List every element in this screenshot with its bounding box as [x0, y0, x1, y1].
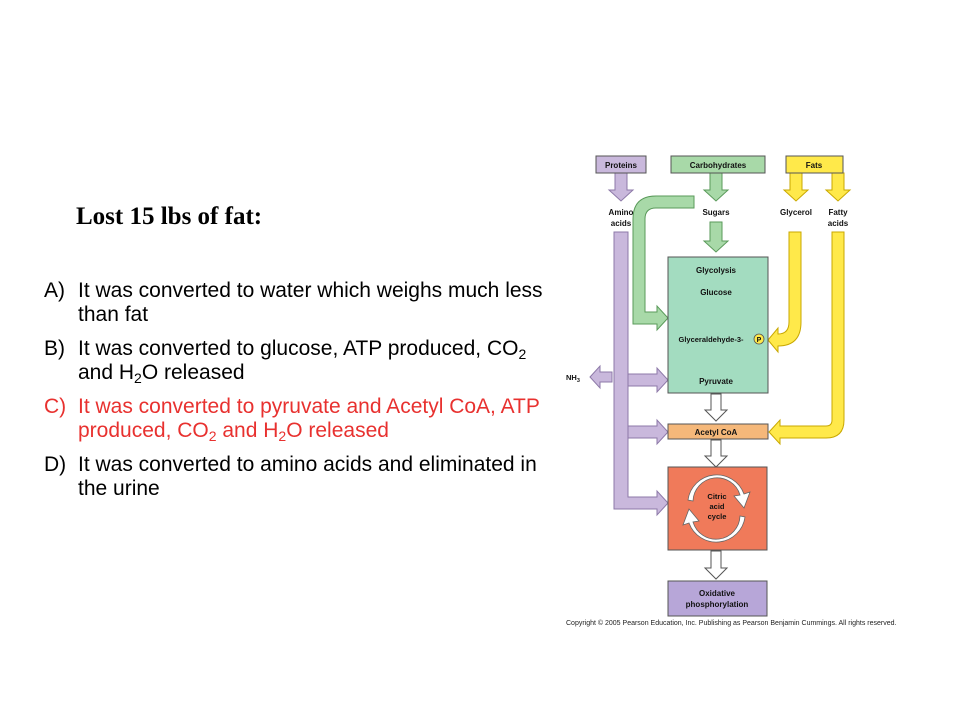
phosphate-icon [753, 333, 765, 345]
option-b-letter: B) [44, 337, 65, 360]
proteins-to-amino-arrow [607, 172, 635, 202]
option-c-text-3: O released [286, 419, 389, 442]
oxphos-label-1: Oxidative [699, 589, 736, 598]
option-a-letter: A) [44, 279, 65, 302]
citric-label-1: Citric [707, 492, 726, 501]
option-b-text-2: and H [78, 361, 135, 384]
acetyl-to-citric-arrow [703, 439, 729, 468]
citric-label-3: cycle [708, 512, 727, 521]
pyruvate-to-acetyl-arrow [703, 393, 729, 422]
option-c-letter: C) [44, 395, 67, 418]
fats-to-fatty-arrow [824, 172, 852, 202]
option-c-text-2: and H [216, 419, 279, 442]
option-c-text-1: It was converted to pyruvate and Acetyl … [78, 395, 540, 442]
oxphos-box [667, 580, 768, 617]
option-a-text: It was converted to water which weighs m… [78, 279, 543, 326]
subscript: 2 [518, 346, 527, 362]
fatty-to-acetyl-arrow [768, 231, 845, 446]
sugars-to-g3p-arrow [632, 195, 695, 332]
option-d[interactable]: D) It was converted to amino acids and e… [44, 453, 564, 501]
fat-pathway [767, 172, 852, 446]
fats-to-glycerol-arrow [782, 172, 810, 202]
glycerol-to-g3p-arrow [767, 231, 802, 354]
oxphos-label-2: phosphorylation [686, 600, 749, 609]
amino-to-nh3-arrow [589, 364, 613, 390]
amino-down-to-oxphos-arrow [613, 231, 669, 517]
carbs-to-sugars-arrow [702, 172, 730, 202]
glucose-label: Glucose [700, 288, 732, 297]
acetyl-coa-box [667, 423, 769, 440]
proteins-label: Proteins [605, 161, 638, 170]
phosphate-label: P [757, 337, 762, 344]
metabolism-diagram: Proteins Carbohydrates Fats Amino acids … [566, 155, 852, 617]
amino-to-acetyl-arrow [627, 418, 669, 446]
cycle-arrows-icon [682, 474, 751, 543]
option-b-text-3: O released [141, 361, 245, 384]
nh3-label: NH3 [566, 373, 580, 384]
glycolysis-box [667, 256, 769, 394]
carbohydrates-box [670, 155, 766, 174]
sugars-to-glycolysis-arrow [702, 221, 730, 253]
fats-box [785, 155, 844, 174]
answer-options: A) It was converted to water which weigh… [44, 279, 564, 511]
subscript: 2 [134, 370, 142, 386]
carbohydrates-label: Carbohydrates [690, 161, 747, 170]
glycolysis-title: Glycolysis [696, 266, 737, 275]
fatty-label-2: acids [828, 219, 849, 228]
amino-to-pyruvate-arrow [627, 366, 669, 394]
option-d-text: It was converted to amino acids and elim… [78, 453, 537, 500]
subscript: 2 [208, 428, 217, 444]
citric-cycle-box [667, 466, 768, 551]
glycerol-label: Glycerol [780, 208, 812, 217]
amino-label-1: Amino [609, 208, 634, 217]
acetyl-coa-label: Acetyl CoA [695, 428, 738, 437]
proteins-box [595, 155, 647, 174]
carb-pathway [632, 172, 730, 332]
protein-pathway [589, 172, 669, 517]
option-c[interactable]: C) It was converted to pyruvate and Acet… [44, 395, 564, 443]
fatty-label-1: Fatty [828, 208, 848, 217]
option-d-letter: D) [44, 453, 67, 476]
pyruvate-label: Pyruvate [699, 377, 733, 386]
option-b[interactable]: B) It was converted to glucose, ATP prod… [44, 337, 564, 385]
citric-to-oxphos-arrow [703, 550, 729, 580]
fats-label: Fats [806, 161, 823, 170]
amino-label-2: acids [611, 219, 632, 228]
option-a[interactable]: A) It was converted to water which weigh… [44, 279, 564, 327]
citric-label-2: acid [709, 502, 724, 511]
sugars-label: Sugars [702, 208, 730, 217]
copyright-notice: Copyright © 2005 Pearson Education, Inc.… [566, 620, 897, 627]
subscript: 2 [278, 428, 287, 444]
slide-title: Lost 15 lbs of fat: [76, 203, 263, 230]
g3p-label: Glyceraldehyde-3- [678, 335, 744, 344]
option-b-text-1: It was converted to glucose, ATP produce… [78, 337, 519, 360]
